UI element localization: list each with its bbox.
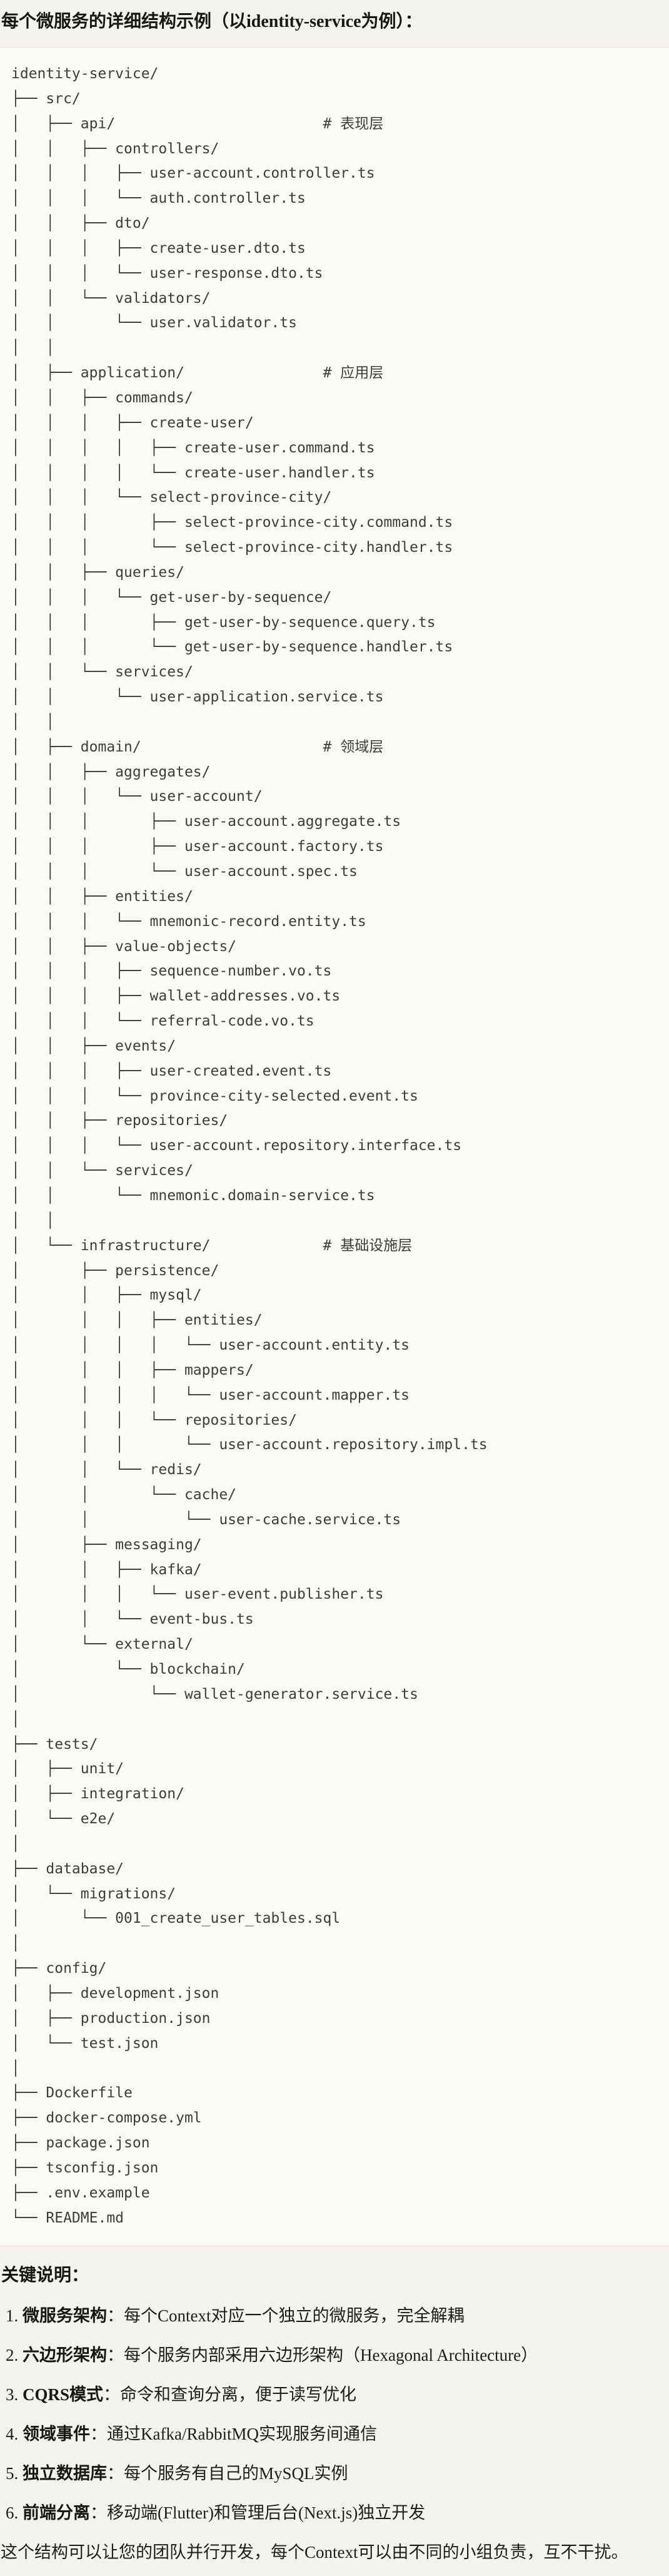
note-item-frontend-split: 6. 前端分离：移动端(Flutter)和管理后台(Next.js)独立开发 bbox=[6, 2501, 669, 2525]
note-item-label: CQRS模式 bbox=[23, 2385, 104, 2405]
note-item-independent-db: 5. 独立数据库：每个服务有自己的MySQL实例 bbox=[6, 2461, 669, 2485]
note-item-number: 1. bbox=[6, 2306, 19, 2326]
file-tree-code-block: identity-service/ ├── src/ │ ├── api/ # … bbox=[0, 47, 669, 2247]
note-item-cqrs: 3. CQRS模式：命令和查询分离，便于读写优化 bbox=[6, 2383, 669, 2406]
note-item-number: 3. bbox=[6, 2385, 19, 2405]
note-item-domain-events: 4. 领域事件：通过Kafka/RabbitMQ实现服务间通信 bbox=[6, 2422, 669, 2446]
note-item-microservices: 1. 微服务架构：每个Context对应一个独立的微服务，完全解耦 bbox=[6, 2304, 669, 2328]
note-item-label: 六边形架构 bbox=[23, 2346, 107, 2365]
note-item-label: 独立数据库 bbox=[23, 2464, 107, 2483]
note-item-number: 5. bbox=[6, 2464, 19, 2483]
notes-list: 1. 微服务架构：每个Context对应一个独立的微服务，完全解耦 2. 六边形… bbox=[0, 2304, 669, 2525]
note-item-text: ：每个服务内部采用六边形架构（Hexagonal Architecture） bbox=[107, 2346, 538, 2365]
note-item-text: ：移动端(Flutter)和管理后台(Next.js)独立开发 bbox=[90, 2503, 426, 2523]
note-item-hexagonal: 2. 六边形架构：每个服务内部采用六边形架构（Hexagonal Archite… bbox=[6, 2343, 669, 2367]
note-item-text: ：命令和查询分离，便于读写优化 bbox=[103, 2385, 357, 2405]
note-item-text: ：通过Kafka/RabbitMQ实现服务间通信 bbox=[90, 2425, 377, 2444]
closing-paragraph: 这个结构可以让您的团队并行开发，每个Context可以由不同的小组负责，互不干扰… bbox=[1, 2543, 628, 2562]
note-item-label: 微服务架构 bbox=[23, 2306, 107, 2326]
note-item-label: 领域事件 bbox=[23, 2425, 90, 2444]
note-item-text: ：每个Context对应一个独立的微服务，完全解耦 bbox=[107, 2306, 465, 2326]
note-item-text: ：每个服务有自己的MySQL实例 bbox=[107, 2464, 348, 2483]
note-item-number: 2. bbox=[6, 2346, 19, 2365]
note-item-label: 前端分离 bbox=[23, 2503, 90, 2523]
page-title: 每个微服务的详细结构示例（以identity-service为例）： bbox=[1, 12, 423, 31]
note-item-number: 6. bbox=[6, 2503, 19, 2523]
notes-heading: 关键说明： bbox=[1, 2266, 89, 2286]
note-item-number: 4. bbox=[6, 2425, 19, 2444]
